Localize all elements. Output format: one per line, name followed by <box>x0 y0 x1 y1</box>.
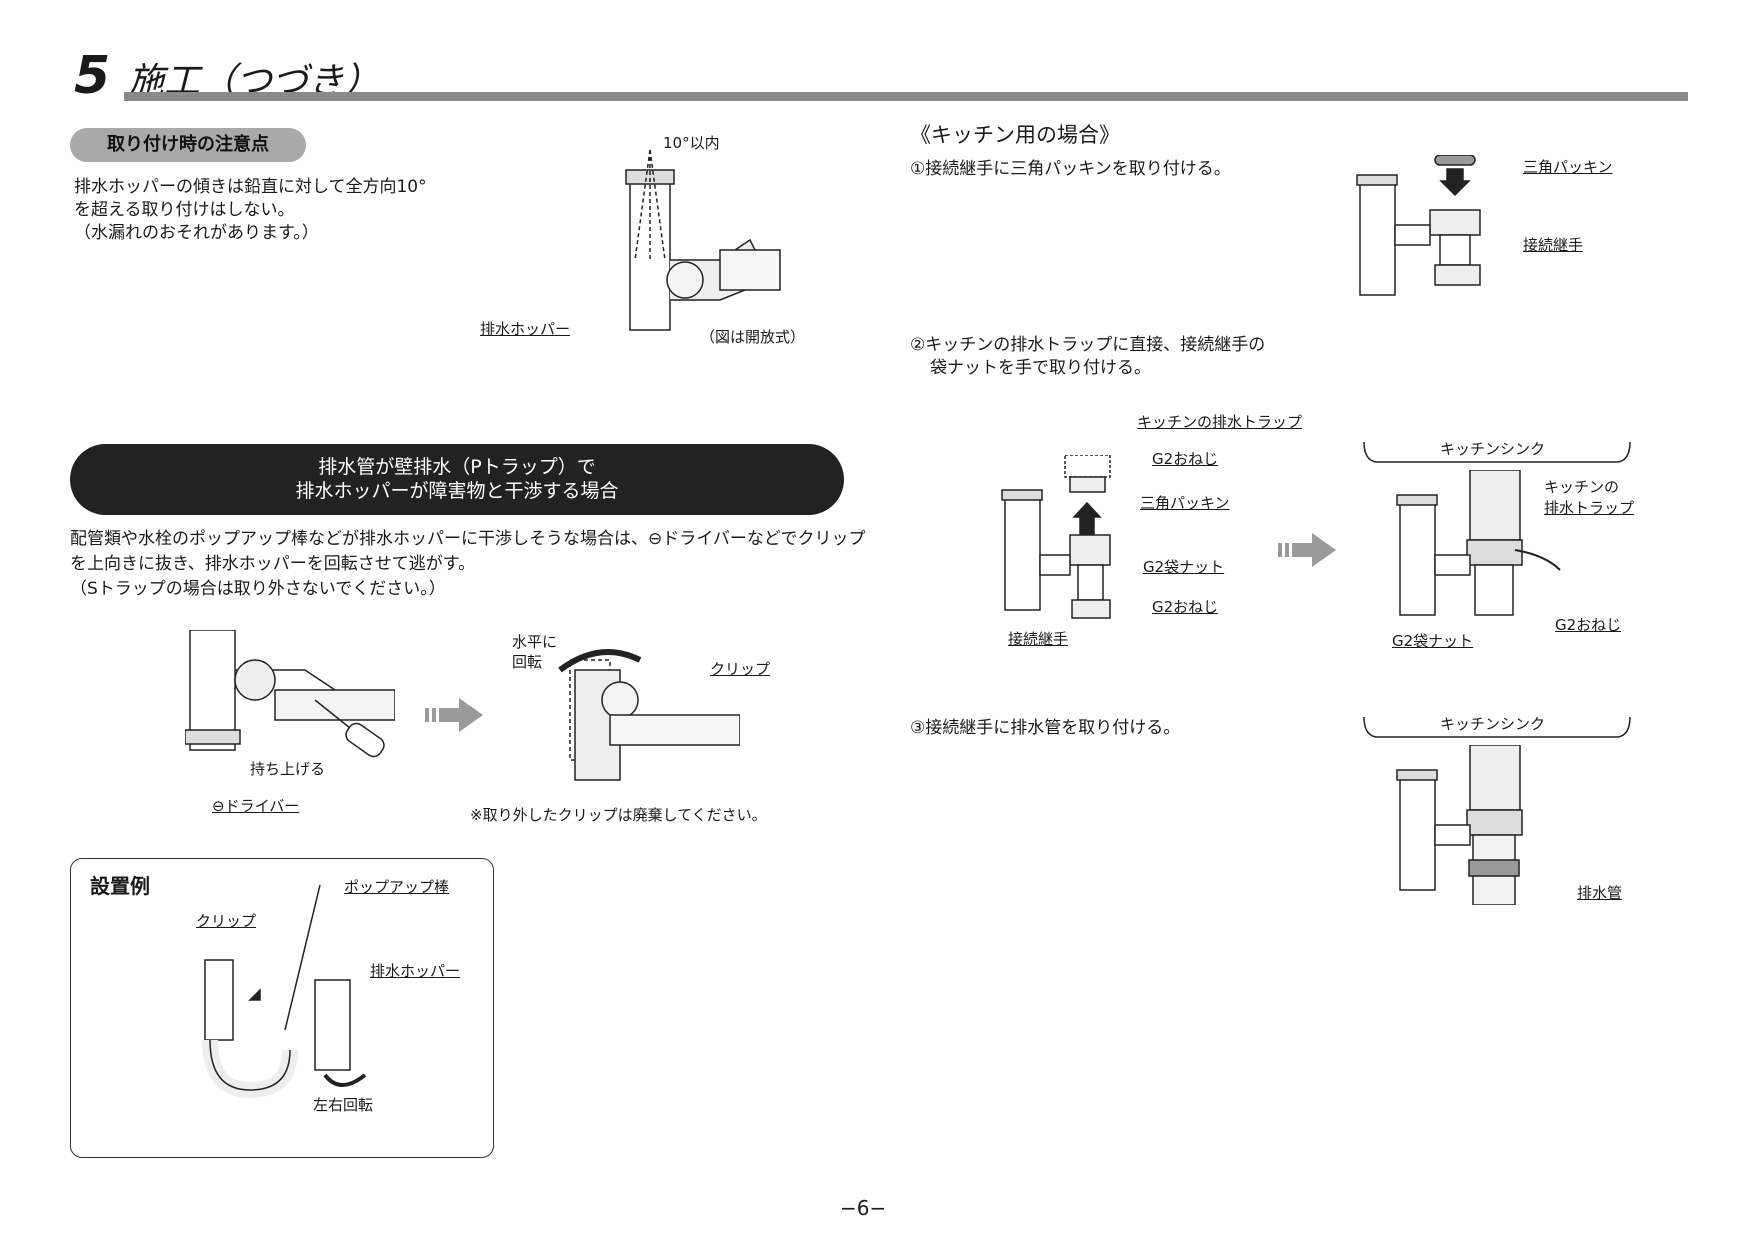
rotate-label-2: 回転 <box>512 653 543 671</box>
caution-pill: 取り付け時の注意点 <box>70 128 306 162</box>
step1-illustration <box>1356 155 1481 296</box>
step2-line-1: ②キッチンの排水トラップに直接、接続継手の <box>910 335 1266 355</box>
caution-line-3: （水漏れのおそれがあります。） <box>74 223 319 243</box>
hopper-tilt-illustration <box>625 149 781 331</box>
pipe-label: 排水管 <box>1577 884 1623 902</box>
g2-nut-label: G2袋ナット <box>1143 558 1225 576</box>
section-banner: 排水管が壁排水（Pトラップ）で 排水ホッパーが障害物と干渉する場合 <box>70 444 844 515</box>
lift-label: 持ち上げる <box>250 760 326 778</box>
page-number: −6− <box>840 1196 887 1220</box>
example-hopper-label: 排水ホッパー <box>370 962 461 980</box>
step2-line-2: 袋ナットを手で取り付ける。 <box>930 358 1151 378</box>
driver-removal-illustration <box>185 630 395 758</box>
step1-packing-label: 三角パッキン <box>1523 158 1613 176</box>
clip-label: クリップ <box>710 660 771 678</box>
step2-assembled-illustration <box>1396 470 1561 616</box>
header-rule <box>124 92 1688 101</box>
banner-line-1: 排水管が壁排水（Pトラップ）で <box>318 456 596 478</box>
sink-label-3: キッチンシンク <box>1440 715 1546 733</box>
g2-male-bottom-label: G2おねじ <box>1152 598 1219 616</box>
trap2-line-2: 排水トラップ <box>1544 499 1635 517</box>
rotate-lr-label: 左右回転 <box>313 1096 374 1114</box>
sink-label-2: キッチンシンク <box>1440 440 1546 458</box>
example-clip-label: クリップ <box>196 912 257 930</box>
example-title: 設置例 <box>90 874 150 898</box>
rotation-illustration <box>558 649 740 781</box>
body-line-3: （Sトラップの場合は取り外さないでください。） <box>70 579 446 599</box>
joint-label: 接続継手 <box>1008 630 1069 648</box>
g2-male-top-label: G2おねじ <box>1152 450 1219 468</box>
figure-note: （図は開放式） <box>700 328 806 346</box>
installation-example-box <box>70 858 494 1158</box>
body-line-2: を上向きに抜き、排水ホッパーを回転させて逃がす。 <box>70 554 476 574</box>
kitchen-heading: 《キッチン用の場合》 <box>910 123 1120 147</box>
banner-line-2: 排水ホッパーが障害物と干渉する場合 <box>295 480 619 502</box>
step3-illustration <box>1396 745 1523 905</box>
trap2-line-1: キッチンの <box>1544 478 1620 496</box>
step2-exploded-illustration <box>1001 455 1111 619</box>
step3-text: ③接続継手に排水管を取り付ける。 <box>910 718 1181 738</box>
step2-sink-bracket <box>1363 441 1631 463</box>
g2-nut-right-label: G2袋ナット <box>1392 632 1474 650</box>
angle-label: 10°以内 <box>663 134 720 152</box>
clip-note: ※取り外したクリップは廃棄してください。 <box>470 806 767 824</box>
g2-male-right-label: G2おねじ <box>1555 616 1622 634</box>
hopper-label: 排水ホッパー <box>480 320 571 338</box>
step1-text: ①接続継手に三角パッキンを取り付ける。 <box>910 159 1231 179</box>
body-line-1: 配管類や水栓のポップアップ棒などが排水ホッパーに干渉しそうな場合は、⊖ドライバー… <box>70 529 866 549</box>
rotate-label-1: 水平に <box>512 633 558 651</box>
step3-sink-bracket <box>1363 716 1631 738</box>
section-number: 5 <box>74 46 111 106</box>
popup-rod-label: ポップアップ棒 <box>344 878 450 896</box>
packing-label: 三角パッキン <box>1140 494 1230 512</box>
caution-line-1: 排水ホッパーの傾きは鉛直に対して全方向10° <box>74 177 427 197</box>
arrow-right-1 <box>425 698 483 732</box>
driver-label: ⊖ドライバー <box>212 797 300 815</box>
step1-joint-label: 接続継手 <box>1523 236 1584 254</box>
example-illustration <box>202 884 367 1099</box>
trap-label: キッチンの排水トラップ <box>1137 413 1303 431</box>
arrow-right-2 <box>1278 533 1336 567</box>
caution-line-2: を超える取り付けはしない。 <box>74 200 295 220</box>
